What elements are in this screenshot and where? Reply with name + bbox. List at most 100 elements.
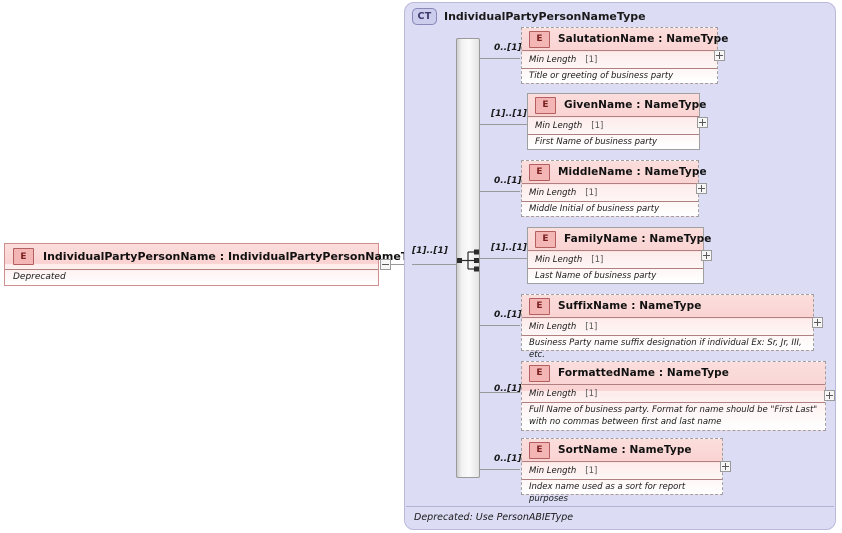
cardinality-salutationname: 0..[1] (494, 43, 522, 53)
element-badge-icon: E (529, 441, 550, 459)
root-element-documentation: Deprecated (5, 269, 378, 282)
complextype-header: CT IndividualPartyPersonNameType (412, 7, 646, 25)
facet-label: Min Length (529, 388, 577, 399)
cardinality-sortname: 0..[1] (494, 454, 522, 464)
element-facet: Min Length [1] (522, 50, 717, 68)
plus-bar-vertical (706, 252, 707, 259)
element-node-familyname[interactable]: E FamilyName : NameType Min Length [1] L… (527, 227, 711, 285)
element-badge-icon: E (529, 364, 550, 382)
element-name: SuffixName : NameType (558, 300, 702, 312)
facet-label: Min Length (529, 321, 577, 332)
cardinality-givenname: [1]..[1] (491, 109, 527, 119)
element-name: MiddleName : NameType (558, 166, 707, 178)
element-badge-icon: E (529, 163, 550, 181)
facet-value: [1] (591, 254, 604, 265)
element-facet: Min Length [1] (522, 384, 825, 402)
connector-givenname (480, 124, 527, 125)
facet-value: [1] (585, 321, 598, 332)
element-badge-icon: E (13, 248, 34, 265)
plus-bar-vertical (701, 185, 702, 192)
facet-label: Min Length (535, 120, 583, 131)
element-node-middlename[interactable]: E MiddleName : NameType Min Length [1] M… (521, 160, 707, 218)
sequence-compositor-icon[interactable] (457, 249, 483, 273)
element-documentation: Middle Initial of business party (522, 201, 698, 218)
element-name: FormattedName : NameType (558, 367, 730, 379)
root-element-header: E IndividualPartyPersonName : Individual… (5, 244, 430, 269)
element-header: E FormattedName : NameType (522, 362, 825, 384)
root-collapse-minus-icon[interactable] (380, 259, 391, 270)
element-documentation: Title or greeting of business party (522, 68, 717, 85)
connector-formattedname (480, 392, 520, 393)
element-name: FamilyName : NameType (564, 233, 712, 245)
element-facet: Min Length [1] (522, 317, 813, 335)
facet-value: [1] (585, 54, 598, 65)
root-element-node[interactable]: E IndividualPartyPersonName : Individual… (4, 243, 430, 286)
facet-label: Min Length (529, 54, 577, 65)
facet-label: Min Length (529, 465, 577, 476)
expand-plus-icon-familyname[interactable] (701, 250, 712, 261)
element-node-givenname[interactable]: E GivenName : NameType Min Length [1] Fi… (527, 93, 706, 151)
element-header: E SuffixName : NameType (522, 295, 813, 317)
element-documentation: First Name of business party (528, 134, 699, 151)
element-name: SortName : NameType (558, 444, 692, 456)
complextype-title: IndividualPartyPersonNameType (444, 9, 646, 23)
connector-middlename (480, 191, 520, 192)
element-facet: Min Length [1] (522, 461, 722, 479)
element-node-sortname[interactable]: E SortName : NameType Min Length [1] Ind… (521, 438, 723, 504)
facet-label: Min Length (529, 187, 577, 198)
element-header: E SalutationName : NameType (522, 28, 728, 50)
element-facet: Min Length [1] (522, 183, 698, 201)
element-badge-icon: E (535, 96, 556, 114)
element-name: GivenName : NameType (564, 99, 707, 111)
connector-salutationname (480, 58, 520, 59)
expand-plus-icon-suffixname[interactable] (812, 317, 823, 328)
expand-plus-icon-formattedname[interactable] (824, 390, 835, 401)
complextype-badge-icon: CT (412, 7, 437, 25)
plus-bar-vertical (719, 52, 720, 59)
element-facet: Min Length [1] (528, 116, 699, 134)
plus-bar-vertical (702, 119, 703, 126)
facet-value: [1] (591, 120, 604, 131)
facet-value: [1] (585, 388, 598, 399)
element-documentation: Business Party name suffix designation i… (522, 335, 813, 363)
element-badge-icon: E (529, 30, 550, 48)
facet-value: [1] (585, 465, 598, 476)
expand-plus-icon-salutationname[interactable] (714, 50, 725, 61)
element-badge-icon: E (529, 297, 550, 315)
element-facet: Min Length [1] (528, 250, 703, 268)
cardinality-formattedname: 0..[1] (494, 384, 522, 394)
element-documentation: Full Name of business party. Format for … (522, 402, 825, 430)
cardinality-middlename: 0..[1] (494, 176, 522, 186)
element-documentation: Last Name of business party (528, 268, 703, 285)
connector-suffixname (480, 325, 520, 326)
complextype-footer-text: Deprecated: Use PersonABIEType (414, 512, 574, 523)
element-header: E GivenName : NameType (528, 94, 706, 116)
element-header: E SortName : NameType (522, 439, 722, 461)
connector-familyname (480, 258, 527, 259)
complextype-footer: Deprecated: Use PersonABIEType (406, 506, 834, 528)
expand-plus-icon-middlename[interactable] (696, 183, 707, 194)
expand-plus-icon-sortname[interactable] (720, 461, 731, 472)
plus-bar-vertical (725, 463, 726, 470)
expand-plus-icon-givenname[interactable] (697, 117, 708, 128)
plus-bar-vertical (829, 392, 830, 399)
element-node-salutationname[interactable]: E SalutationName : NameType Min Length [… (521, 27, 728, 85)
cardinality-suffixname: 0..[1] (494, 310, 522, 320)
element-name: SalutationName : NameType (558, 33, 729, 45)
element-badge-icon: E (535, 230, 556, 248)
minus-bar (382, 264, 389, 265)
connector-root-to-container (391, 264, 404, 265)
connector-sortname (480, 469, 520, 470)
element-node-suffixname[interactable]: E SuffixName : NameType Min Length [1] B… (521, 294, 814, 360)
connector-into-sequence (412, 264, 457, 265)
element-documentation: Index name used as a sort for report pur… (522, 479, 722, 507)
cardinality-familyname: [1]..[1] (491, 243, 527, 253)
root-element-name: IndividualPartyPersonName : IndividualPa… (43, 250, 430, 263)
element-node-formattedname[interactable]: E FormattedName : NameType Min Length [1… (521, 361, 826, 431)
facet-label: Min Length (535, 254, 583, 265)
element-header: E MiddleName : NameType (522, 161, 707, 183)
plus-bar-vertical (817, 319, 818, 326)
cardinality-root: [1]..[1] (412, 246, 448, 256)
element-header: E FamilyName : NameType (528, 228, 711, 250)
